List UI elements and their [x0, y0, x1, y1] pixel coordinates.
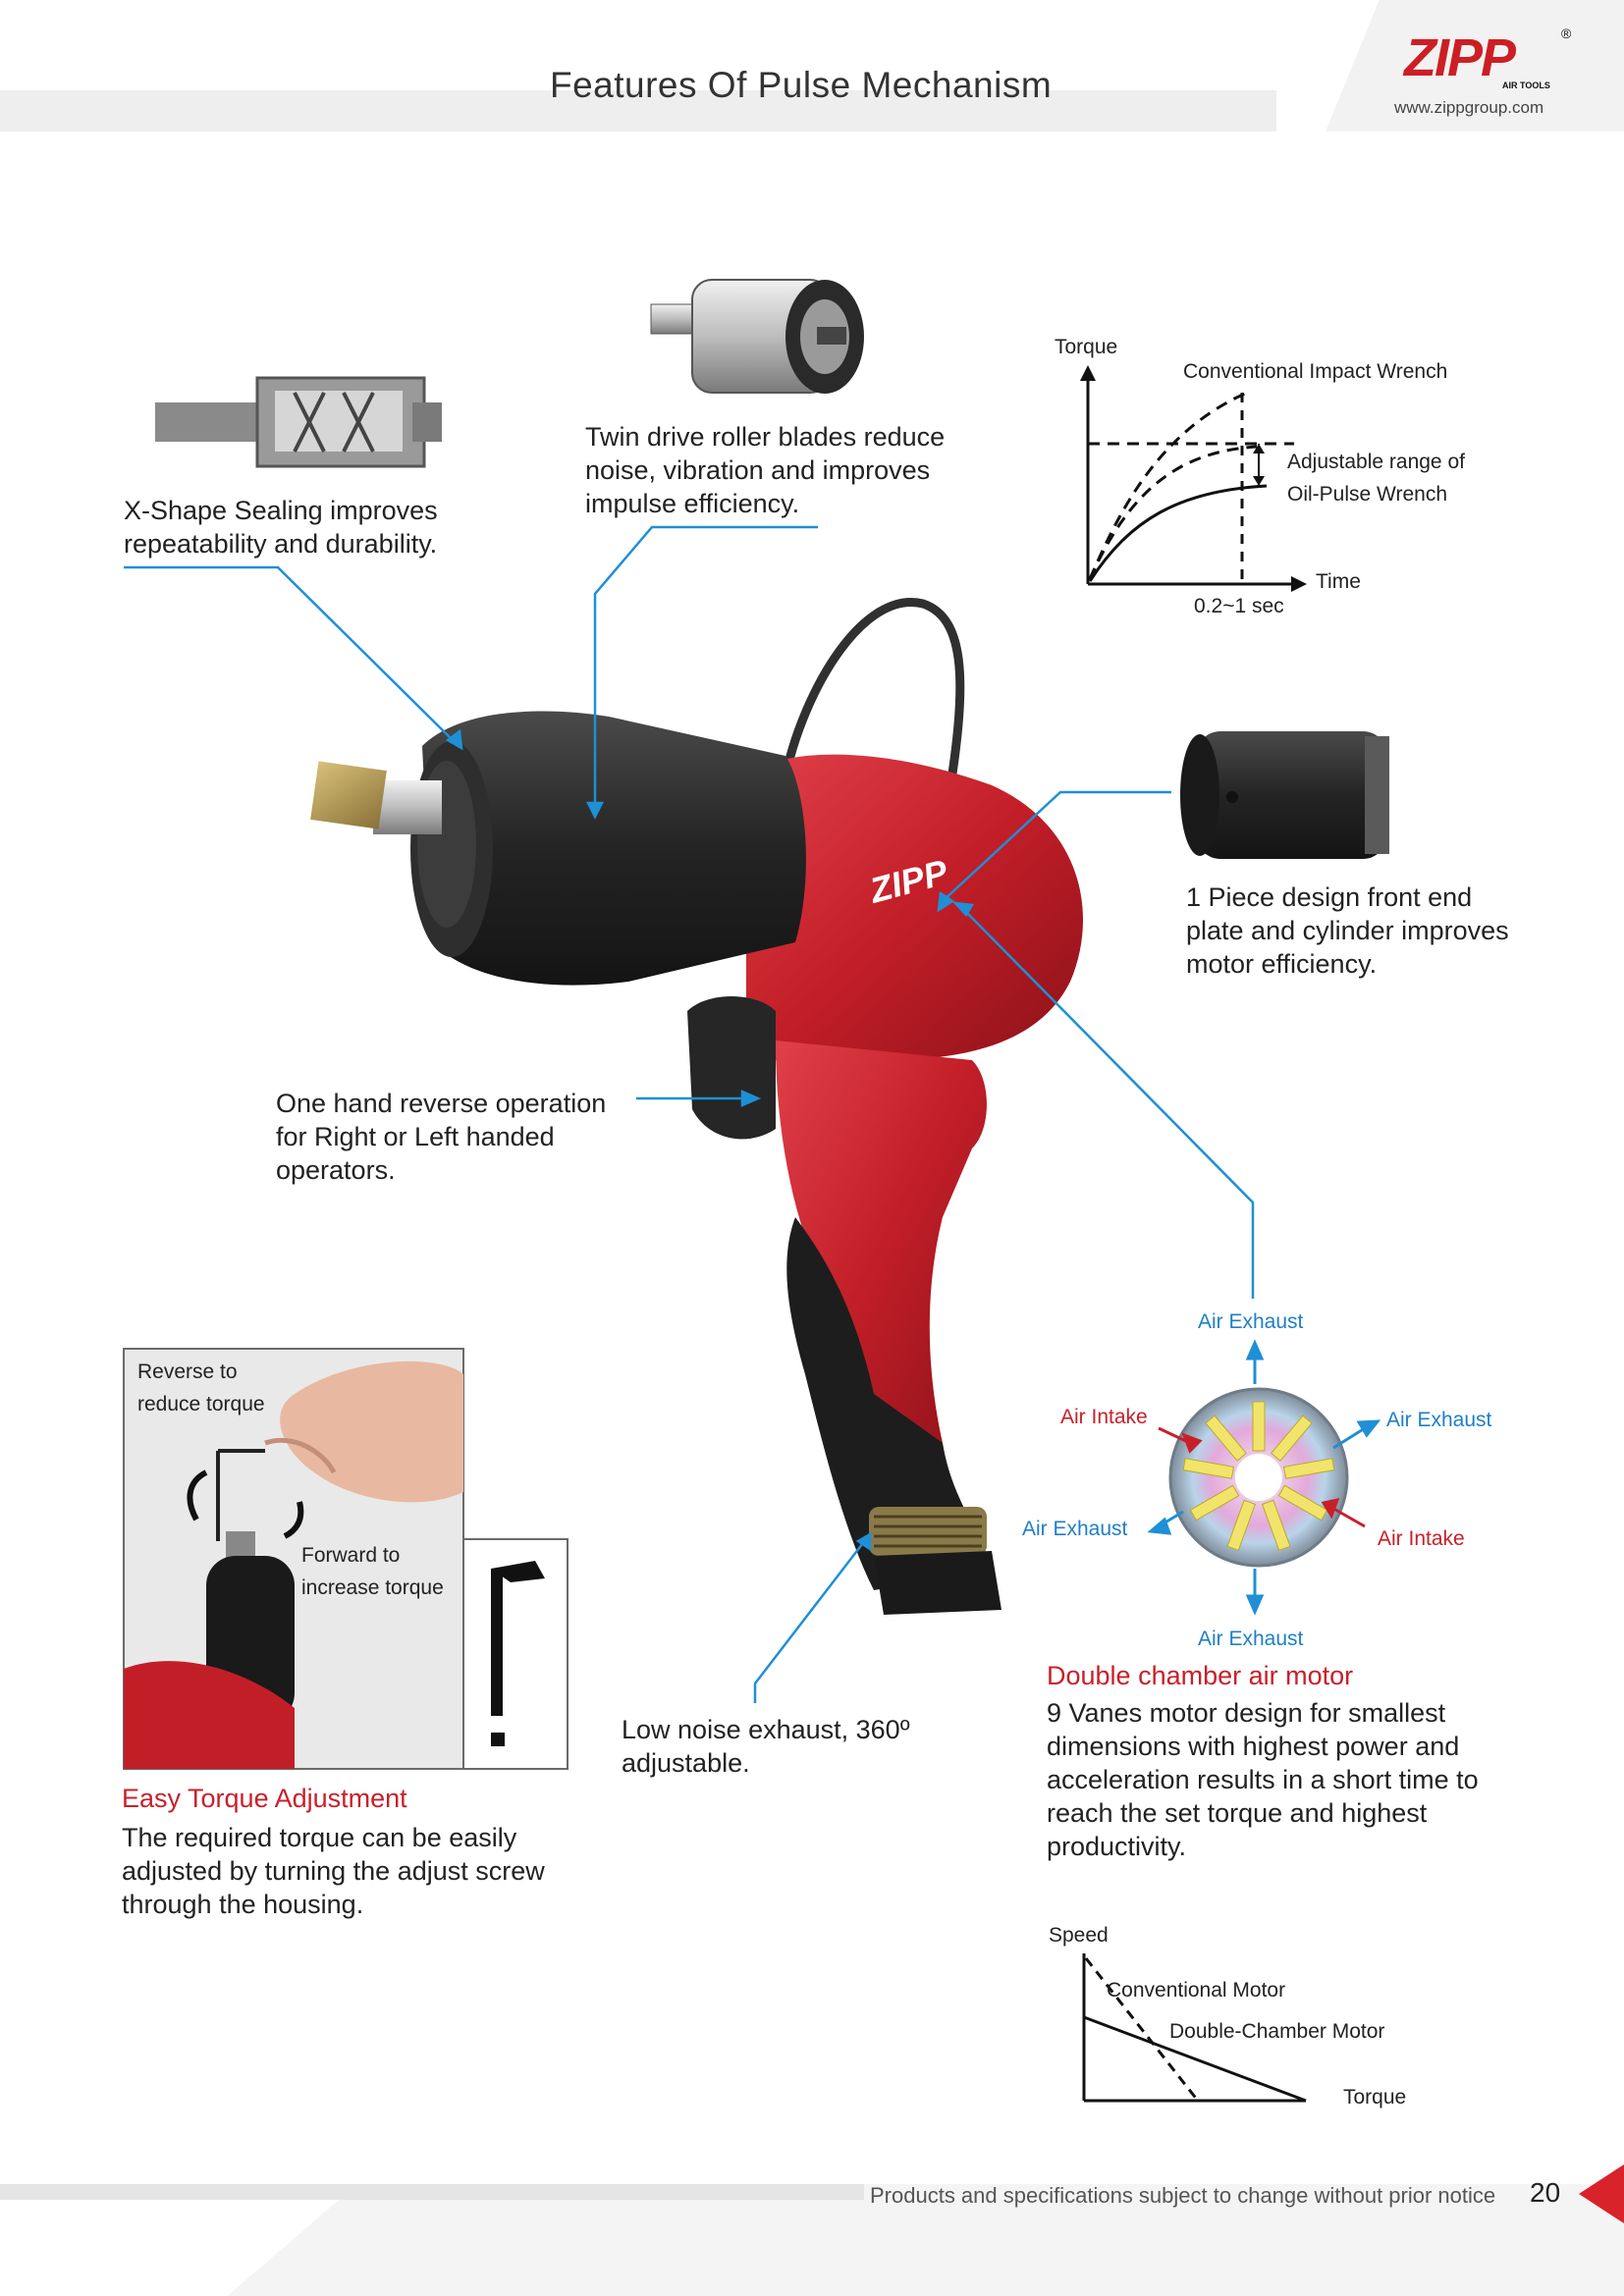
twin-drive-roller-image	[650, 279, 864, 394]
motor-cross-section	[1147, 1339, 1381, 1616]
double-chamber-heading: Double chamber air motor	[1047, 1661, 1354, 1690]
page-title: Features Of Pulse Mechanism	[550, 65, 1053, 105]
torque-time-graph	[1080, 365, 1307, 592]
conventional-impact-label: Conventional Impact Wrench	[1183, 360, 1448, 383]
registered-mark: ®	[1561, 26, 1572, 41]
forward-label-2: increase torque	[301, 1576, 444, 1599]
torque-adjust-photo	[123, 1348, 568, 1770]
speed-axis-label: Speed	[1049, 1924, 1109, 1947]
page-number: 20	[1530, 2177, 1561, 2208]
forward-label-1: Forward to	[301, 1544, 401, 1567]
brand-logo: ZIPP	[1404, 28, 1516, 87]
logo-panel	[1326, 0, 1624, 132]
time-range-label: 0.2~1 sec	[1194, 595, 1284, 617]
brand-logo-subtitle: AIR TOOLS	[1502, 80, 1550, 90]
time-axis-label: Time	[1316, 570, 1361, 593]
torque-adjust-body: The required torque can be easily adjust…	[122, 1823, 545, 1919]
air-intake-right-label: Air Intake	[1378, 1527, 1465, 1550]
torque-axis-label: Torque	[1055, 336, 1118, 358]
air-exhaust-left-label: Air Exhaust	[1022, 1518, 1128, 1540]
header-band	[0, 90, 1276, 132]
torque-adjust-heading: Easy Torque Adjustment	[122, 1784, 407, 1813]
air-exhaust-top-label: Air Exhaust	[1198, 1310, 1304, 1333]
x-shape-seal-image	[155, 376, 442, 468]
x-shape-feature-text: X-Shape Sealing improves repeatability a…	[124, 496, 438, 559]
air-intake-left-label: Air Intake	[1060, 1406, 1148, 1428]
one-piece-feature-text: 1 Piece design front end plate and cylin…	[1186, 882, 1509, 979]
website-link[interactable]: www.zippgroup.com	[1394, 98, 1544, 117]
air-exhaust-right-label: Air Exhaust	[1386, 1409, 1492, 1431]
double-chamber-motor-label: Double-Chamber Motor	[1169, 2020, 1385, 2043]
footer-stripe	[0, 2184, 864, 2200]
reverse-label-1: Reverse to	[137, 1361, 238, 1383]
adjustable-range-label-1: Adjustable range of	[1287, 451, 1465, 473]
reverse-label-2: reduce torque	[137, 1393, 265, 1415]
callout-lines	[124, 525, 1255, 1703]
double-chamber-body: 9 Vanes motor design for smallest dimens…	[1047, 1698, 1479, 1861]
air-exhaust-bottom-label: Air Exhaust	[1198, 1628, 1304, 1650]
one-piece-cylinder-image	[1180, 731, 1389, 859]
speed-torque-graph	[1082, 1953, 1307, 2103]
reverse-operation-feature-text: One hand reverse operation for Right or …	[276, 1089, 607, 1185]
torque-x-axis-label: Torque	[1343, 2086, 1407, 2109]
twin-drive-feature-text: Twin drive roller blades reduce noise, v…	[585, 422, 946, 518]
adjustable-range-label-2: Oil-Pulse Wrench	[1287, 483, 1447, 506]
low-noise-feature-text: Low noise exhaust, 360º adjustable.	[622, 1715, 910, 1778]
footer-band	[227, 2184, 1624, 2296]
conventional-motor-label: Conventional Motor	[1107, 1979, 1286, 2002]
pulse-wrench-image: ZIPP	[310, 598, 1084, 1615]
footer-note: Products and specifications subject to c…	[870, 2183, 1496, 2208]
